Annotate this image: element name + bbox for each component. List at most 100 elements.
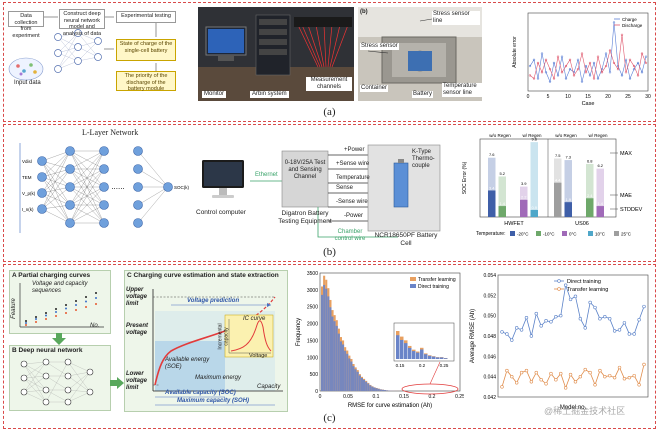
- data-point: [642, 362, 646, 367]
- data-point: [578, 317, 583, 321]
- group-label: US06: [575, 221, 589, 227]
- y-axis-label: Frequency: [296, 318, 302, 346]
- mae-bar: [488, 190, 496, 217]
- panel-c: A Partial charging curves Voltage and ca…: [3, 264, 656, 429]
- control-computer-icon: [202, 160, 244, 198]
- annotation-label: MAX: [620, 151, 632, 157]
- histogram-bar: [344, 350, 347, 391]
- network-edge: [69, 150, 105, 224]
- max-value-label: 6.2: [597, 163, 603, 168]
- x-tick-label: 0: [527, 94, 530, 100]
- section-c-estimation: C Charging curve estimation and state ex…: [124, 270, 288, 412]
- legend-label: Transfer learning: [418, 277, 456, 283]
- data-point: [500, 330, 504, 334]
- data-point: [564, 64, 568, 68]
- network-node: [133, 218, 143, 228]
- data-point: [603, 314, 607, 319]
- right-arrow-icon: [110, 377, 124, 389]
- data-point: [612, 21, 616, 24]
- ic-curve-label: IC curve: [243, 316, 266, 322]
- mae-bar: [586, 198, 594, 217]
- max-bar: [488, 157, 496, 217]
- max-bar: [530, 142, 538, 217]
- histogram-bar: [325, 288, 328, 391]
- mae-value-label: 2.4: [587, 193, 593, 198]
- histogram-bar: [377, 388, 380, 391]
- histogram-bar: [365, 381, 368, 391]
- y-tick-label: 0.046: [483, 354, 496, 360]
- y-tick-label: 2000: [307, 322, 318, 328]
- data-point: [632, 332, 636, 336]
- data-point: [604, 64, 608, 68]
- data-point: [510, 338, 514, 342]
- max-bar: [586, 163, 594, 217]
- output-label: SOC(k): [174, 185, 190, 190]
- histogram-bar: [346, 353, 349, 391]
- discharge-priority-box: The priority of the discharge of the bat…: [116, 71, 176, 92]
- network-node: [99, 182, 109, 192]
- inset-bar: [400, 339, 404, 359]
- legend-label: Direct training: [567, 279, 601, 285]
- max-bar: [596, 168, 604, 217]
- data-point: [622, 321, 627, 325]
- panel-a: Data collection from experiment Input da…: [3, 2, 656, 122]
- legend-label: Direct training: [418, 284, 449, 290]
- histogram-bar: [348, 358, 351, 391]
- series-line: [529, 22, 647, 83]
- inset-bar: [444, 358, 448, 359]
- mae-value-label: 1.4: [499, 201, 505, 206]
- section-c-title: C Charging curve estimation and state ex…: [127, 272, 279, 279]
- y-tick-label: 0.044: [483, 375, 496, 381]
- histogram-bar: [329, 307, 332, 391]
- sense-neg-label: -Sense wire: [336, 199, 368, 205]
- data-point: [528, 74, 532, 77]
- histogram-bar: [323, 284, 326, 391]
- regen-label: w/ Regen: [588, 133, 608, 138]
- ethernet-label: Ethernet: [255, 172, 278, 178]
- network-edge: [69, 204, 105, 224]
- inset-x-tick: 0.2: [419, 363, 426, 368]
- data-point: [544, 319, 548, 323]
- data-point: [549, 371, 553, 376]
- fixture-photo: (b) Stress sensor line Stress sensor Con…: [358, 7, 482, 101]
- network-node: [133, 182, 143, 192]
- data-point: [584, 64, 588, 68]
- inset-bar: [404, 343, 408, 359]
- histogram-bar: [354, 369, 357, 391]
- max-energy-label: Maximum energy: [195, 375, 242, 381]
- monitor-label: Monitor: [202, 91, 227, 98]
- dnn-diagram: [20, 358, 94, 406]
- inset-bar: [436, 357, 440, 359]
- y-tick-label: 0.048: [483, 334, 496, 340]
- x-tick-label: 5: [547, 94, 550, 100]
- data-point: [544, 382, 548, 386]
- x-tick-label: 0.15: [399, 394, 409, 400]
- data-point: [593, 383, 597, 387]
- input-label: Vdisl: [22, 159, 32, 164]
- histogram-bar: [331, 316, 334, 391]
- mae-bar: [554, 182, 562, 217]
- down-arrow-icon: [52, 333, 66, 345]
- network-edge: [41, 176, 71, 206]
- histogram-bar: [371, 386, 374, 391]
- data-collection-box: Data collection from experiment: [8, 11, 44, 39]
- data-point: [580, 52, 584, 55]
- legend-swatch: [562, 231, 567, 236]
- input-data-cloud: [8, 57, 44, 81]
- inset-bar: [396, 335, 400, 359]
- data-point: [580, 80, 584, 83]
- input-label: V_p(k): [22, 191, 36, 196]
- network-node: [37, 172, 47, 182]
- mae-value-label: 4.4: [555, 177, 561, 182]
- network-edge: [41, 150, 71, 210]
- histogram-bar: [386, 390, 389, 391]
- data-point: [559, 313, 563, 318]
- y-tick-label: 500: [310, 372, 319, 378]
- data-point: [603, 374, 607, 379]
- control-computer-label: Control computer: [196, 209, 246, 216]
- regen-label: w/ Regen: [522, 133, 542, 138]
- data-point: [617, 365, 622, 370]
- equipment-caption: Digatron Battery Testing Equipment: [278, 210, 332, 225]
